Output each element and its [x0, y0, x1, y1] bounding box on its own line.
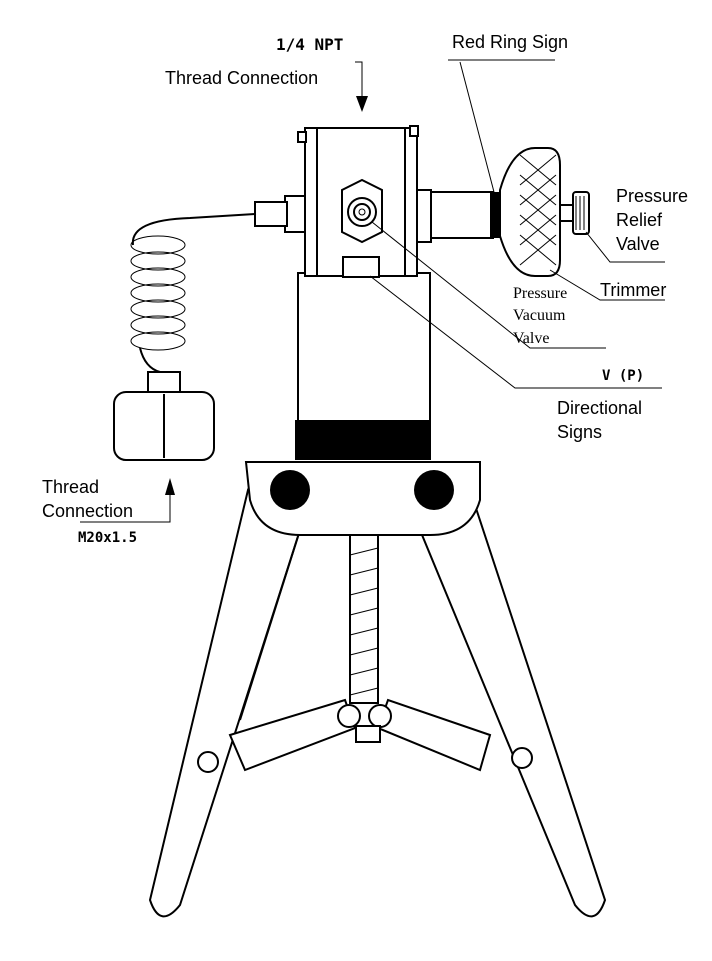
pressure-vacuum-label-line1: Pressure: [513, 285, 567, 302]
labels: 1/4 NPT Thread Connection Red Ring Sign …: [42, 32, 688, 546]
leader-lines: [80, 59, 665, 523]
yoke-hole-right: [414, 470, 454, 510]
directional-signs-label-line2: Signs: [557, 422, 602, 442]
left-leg-hole: [197, 751, 219, 773]
left-brace: [228, 698, 357, 772]
handle-yoke: [244, 461, 481, 536]
pressure-vacuum-label-line3: Valve: [513, 330, 549, 347]
right-valve-assembly: [416, 147, 590, 277]
pressure-vacuum-label-line2: Vacuum: [513, 307, 566, 324]
tripod-legs: [148, 488, 607, 918]
thread-connection-bottom-label-line1: Thread: [42, 477, 99, 497]
left-connection: [113, 195, 306, 461]
m20-spec-label: M20x1.5: [78, 530, 137, 546]
pressure-relief-label-line3: Valve: [616, 234, 660, 254]
pressure-relief-label-line2: Relief: [616, 210, 663, 230]
right-leg-hole: [511, 747, 533, 769]
screw-shaft: [337, 517, 392, 743]
left-leg: [148, 488, 302, 918]
pressure-relief-knob: [572, 191, 590, 235]
pump-cylinder: [297, 272, 431, 424]
right-brace: [376, 698, 492, 772]
right-leg: [418, 488, 607, 918]
knurling: [519, 154, 557, 266]
valve-stem: [430, 191, 494, 239]
directional-signs-label-line1: Directional: [557, 398, 642, 418]
thread-connection-top-label: Thread Connection: [165, 68, 318, 88]
thread-connection-bottom-label-line2: Connection: [42, 501, 133, 521]
npt-spec-label: 1/4 NPT: [276, 35, 343, 54]
shaft-roller-right: [368, 704, 392, 728]
trimmer-label: Trimmer: [600, 280, 666, 300]
coil-hose: [130, 235, 186, 351]
vp-sign-label: V (P): [602, 368, 644, 384]
pressure-relief-label-line1: Pressure: [616, 186, 688, 206]
pump-body: [295, 125, 431, 460]
yoke-hole-left: [270, 470, 310, 510]
directional-sign-plate: [342, 256, 380, 278]
black-band: [295, 420, 431, 460]
red-ring-sign-label: Red Ring Sign: [452, 32, 568, 52]
red-ring: [490, 192, 500, 238]
shaft-roller-left: [337, 704, 361, 728]
